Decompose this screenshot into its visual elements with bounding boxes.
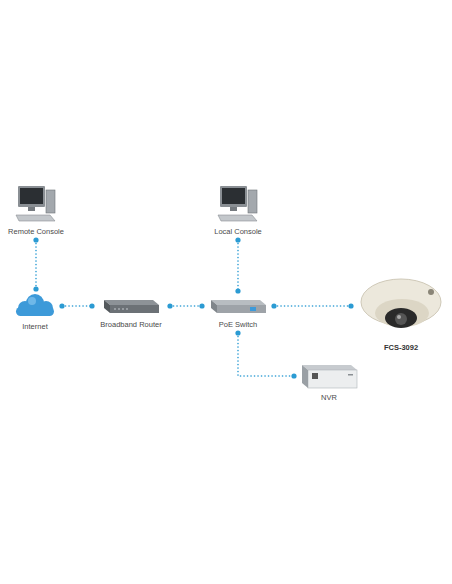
device-top [211, 300, 266, 305]
device-icon [12, 293, 58, 319]
cable-endpoint [167, 303, 172, 308]
device-icon [96, 295, 166, 317]
device-led [122, 308, 124, 310]
device-front [217, 305, 266, 313]
cloud-part [16, 307, 54, 316]
device-label: Remote Console [8, 227, 64, 236]
device-side [104, 300, 110, 313]
network-link [59, 303, 94, 308]
cable-endpoint [59, 303, 64, 308]
network-link [33, 237, 38, 291]
nvr-front [308, 370, 357, 388]
device-label: NVR [298, 393, 360, 402]
device-label: Internet [12, 322, 58, 331]
device-led [114, 308, 116, 310]
cable-endpoint [33, 286, 38, 291]
device-label: Local Console [208, 227, 268, 236]
nvr-led [348, 374, 353, 376]
camera-lens [395, 313, 407, 325]
cable-endpoint [89, 303, 94, 308]
keyboard [218, 215, 257, 221]
device-icon [206, 295, 270, 317]
device-node: FCS-3092 [355, 272, 447, 352]
device-icon [298, 362, 360, 390]
monitor-bezel [220, 186, 247, 207]
dotted-cable [35, 240, 37, 289]
device-icon [208, 184, 268, 224]
keyboard [16, 215, 55, 221]
monitor-screen [20, 188, 43, 204]
camera-dome [385, 308, 417, 328]
cable-endpoint [235, 237, 240, 242]
monitor-stand [28, 207, 35, 211]
network-link [235, 330, 296, 378]
network-link [167, 303, 204, 308]
dotted-cable [274, 305, 351, 307]
cloud-icon [16, 294, 54, 316]
network-link [235, 237, 240, 293]
device-label: Broadband Router [96, 320, 166, 329]
cable-endpoint [199, 303, 204, 308]
nvr-logo [312, 373, 318, 379]
cable-endpoint [33, 237, 38, 242]
device-node: Broadband Router [96, 295, 166, 329]
camera-glint [397, 315, 401, 319]
camera-screw [428, 289, 434, 295]
device-port [250, 307, 256, 311]
dotted-cable [238, 333, 294, 376]
monitor-screen [222, 188, 245, 204]
cable-endpoint [235, 330, 240, 335]
device-led [126, 308, 128, 310]
dotted-cable [62, 305, 92, 307]
cable-endpoint [348, 303, 353, 308]
dotted-cable [170, 305, 202, 307]
nvr-top [302, 365, 357, 370]
pc-tower [46, 190, 55, 213]
device-top [104, 300, 159, 305]
device-node: Local Console [208, 184, 268, 236]
network-link [271, 303, 353, 308]
dotted-cable [237, 240, 239, 291]
nvr-side [302, 365, 308, 388]
cable-endpoint [235, 288, 240, 293]
device-front [110, 305, 159, 313]
device-node: NVR [298, 362, 360, 402]
device-led [118, 308, 120, 310]
device-node: PoE Switch [206, 295, 270, 329]
device-node: Internet [12, 293, 58, 331]
pc-tower [248, 190, 257, 213]
camera-ring [375, 299, 429, 327]
cable-endpoint [291, 373, 296, 378]
device-icon [8, 184, 64, 224]
device-side [211, 300, 217, 313]
monitor-bezel [18, 186, 45, 207]
monitor-stand [230, 207, 237, 211]
cable-endpoint [271, 303, 276, 308]
device-node: Remote Console [8, 184, 64, 236]
device-label: FCS-3092 [355, 343, 447, 352]
device-label: PoE Switch [206, 320, 270, 329]
device-icon [355, 272, 447, 340]
cloud-highlight [28, 297, 36, 305]
